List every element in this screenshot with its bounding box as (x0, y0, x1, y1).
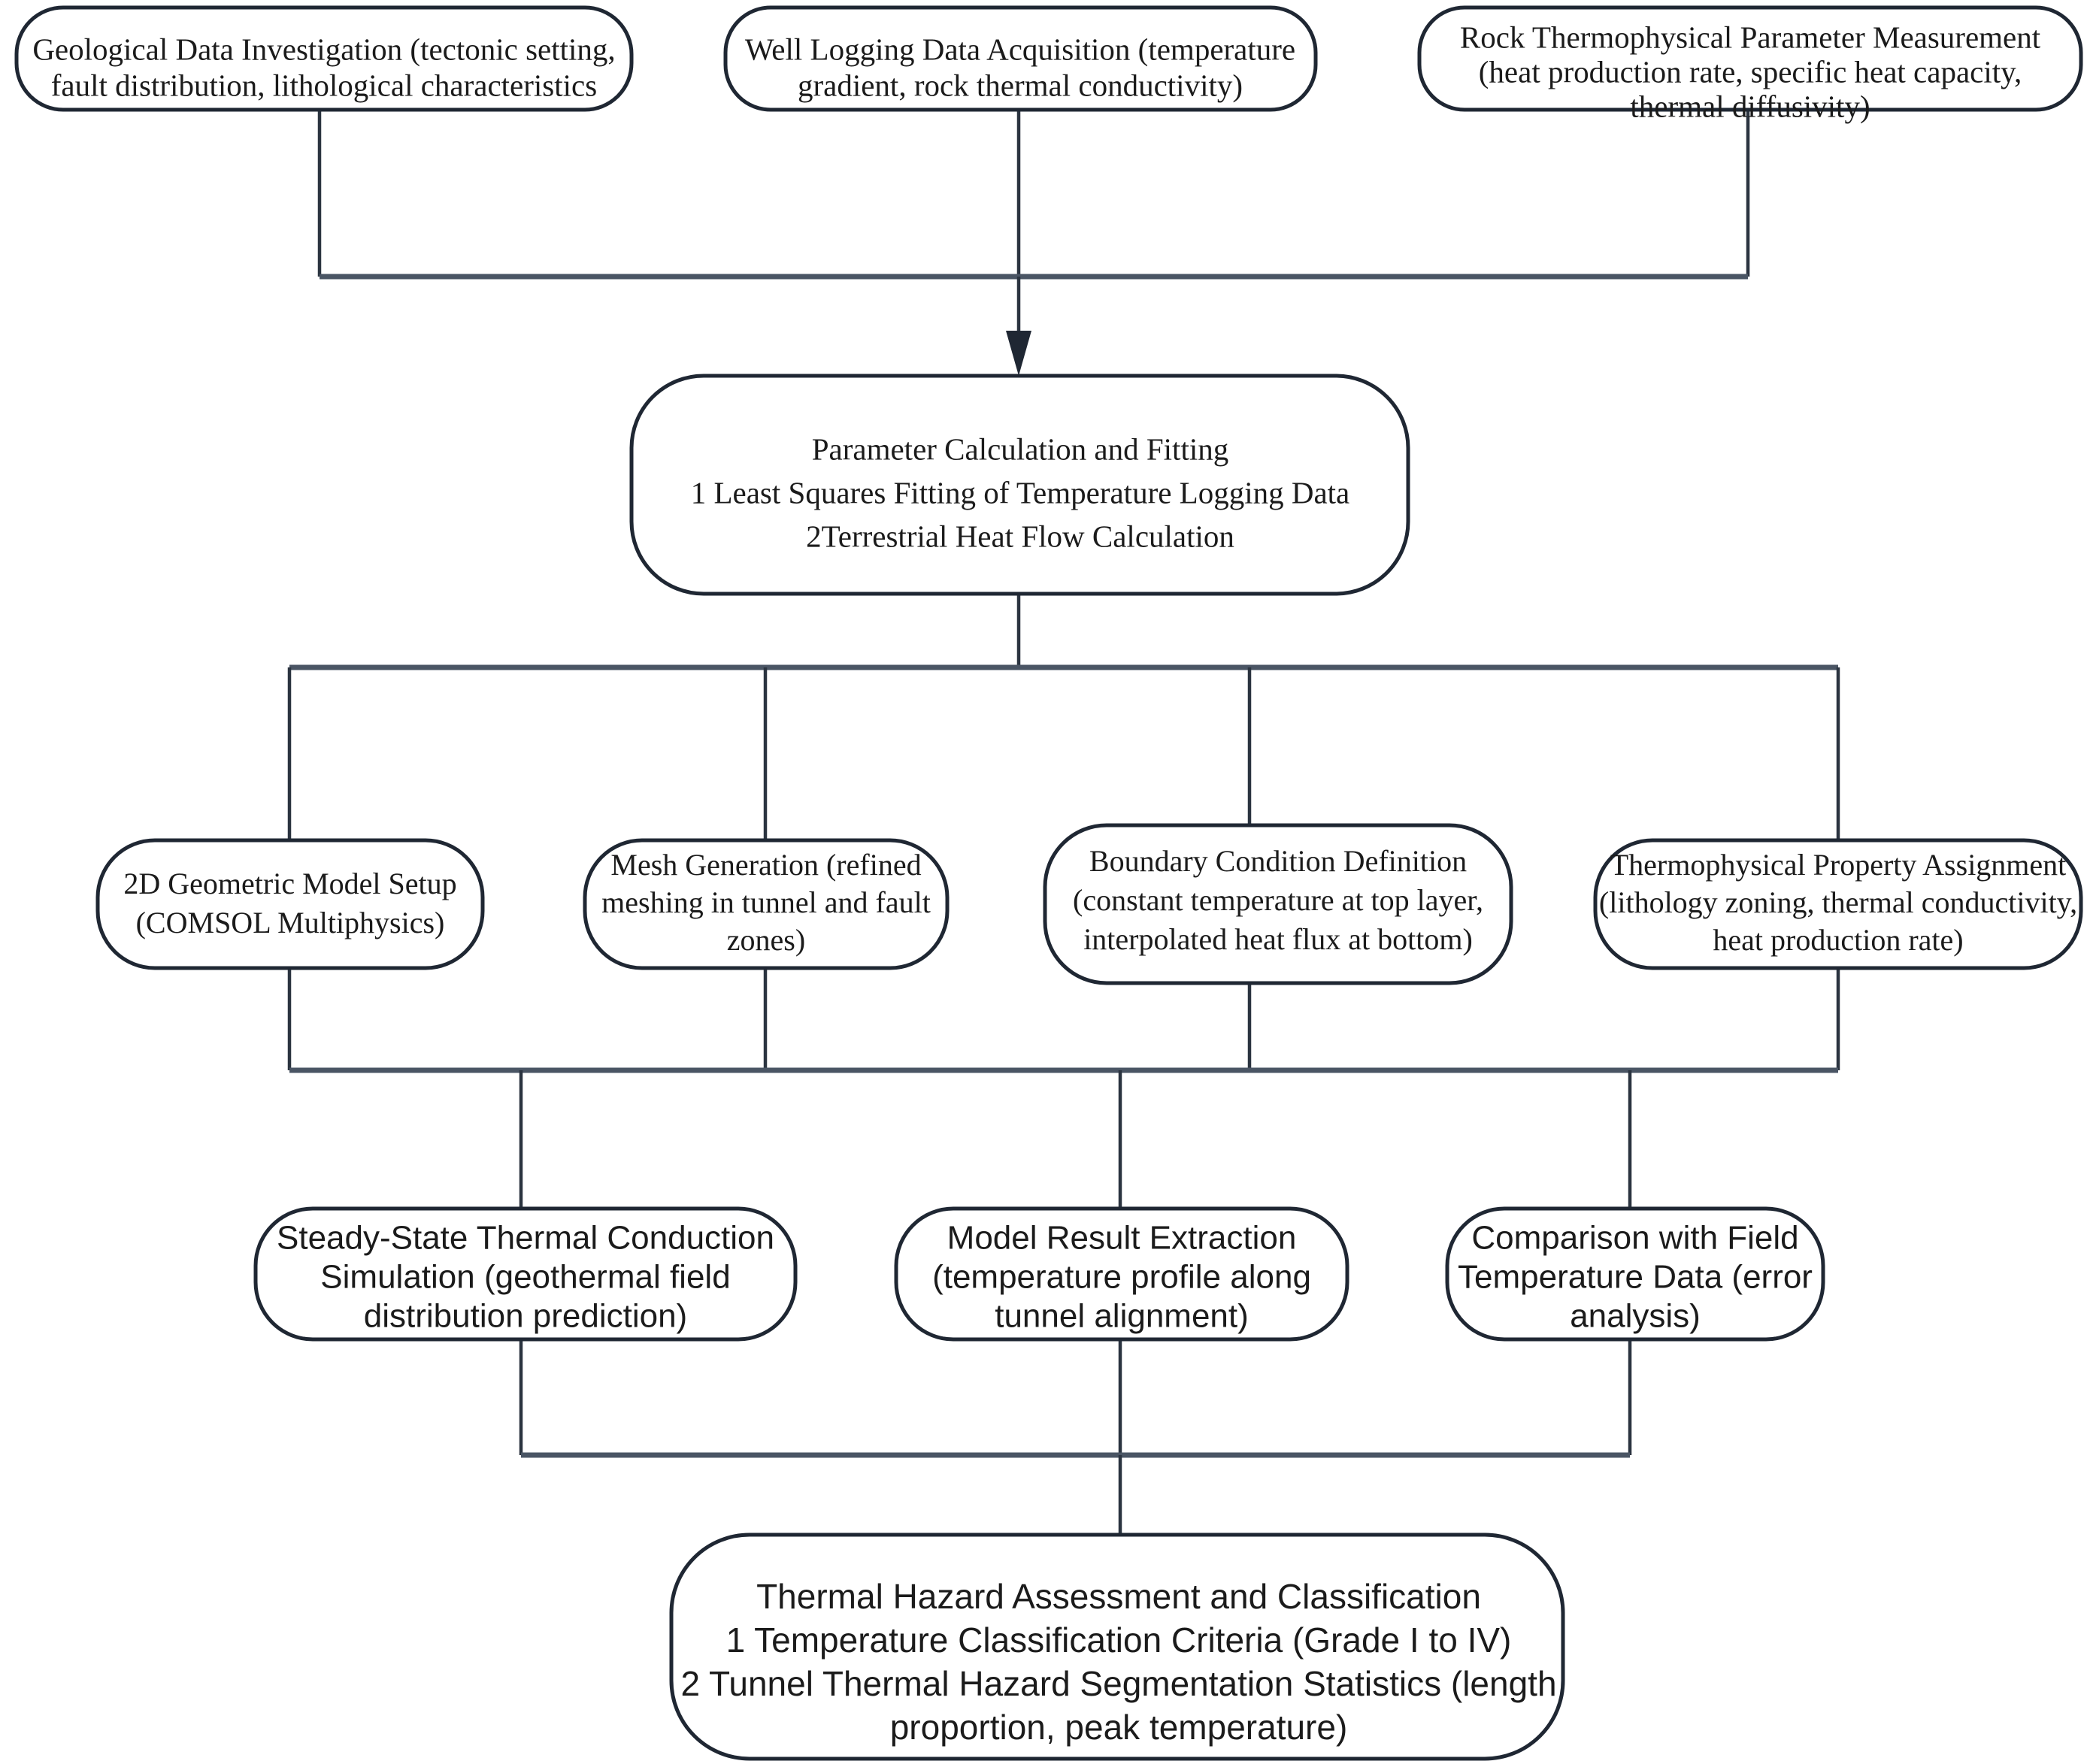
node-line: thermal diffusivity) (1630, 89, 1870, 123)
node-line: Parameter Calculation and Fitting (812, 431, 1229, 466)
node-line: Mesh Generation (refined (610, 848, 921, 882)
node-line: analysis) (1570, 1298, 1701, 1335)
node-rock-thermophysical-parameter-measurement[interactable]: Rock Thermophysical Parameter Measuremen… (1417, 5, 2083, 123)
node-2d-geometric-model-setup[interactable]: 2D Geometric Model Setup (COMSOL Multiph… (95, 838, 485, 970)
node-line: Comparison with Field (1471, 1220, 1798, 1257)
arrowhead-to-parameter (1006, 331, 1031, 376)
node-comparison-with-field-temperature-data[interactable]: Comparison with Field Temperature Data (… (1445, 1206, 1825, 1342)
node-line: Geological Data Investigation (tectonic … (32, 32, 615, 66)
node-line: (temperature profile along (932, 1259, 1311, 1296)
node-mesh-generation[interactable]: Mesh Generation (refined meshing in tunn… (583, 838, 950, 970)
node-boundary-condition-definition[interactable]: Boundary Condition Definition (constant … (1043, 823, 1513, 985)
node-line: 1 Least Squares Fitting of Temperature L… (691, 475, 1350, 510)
node-line: 2Terrestrial Heat Flow Calculation (806, 519, 1234, 553)
node-line: interpolated heat flux at bottom) (1083, 922, 1473, 956)
node-box[interactable] (894, 1206, 1349, 1342)
node-line: fault distribution, lithological charact… (51, 68, 597, 102)
node-line: (lithology zoning, thermal conductivity, (1599, 885, 2077, 919)
node-line: Steady-State Thermal Conduction (277, 1220, 774, 1257)
node-box[interactable] (14, 5, 634, 112)
node-thermophysical-property-assignment[interactable]: Thermophysical Property Assignment (lith… (1593, 838, 2083, 970)
node-box[interactable] (583, 838, 950, 970)
node-parameter-calculation-and-fitting[interactable]: Parameter Calculation and Fitting 1 Leas… (629, 374, 1410, 596)
node-line: Simulation (geothermal field (320, 1259, 730, 1296)
node-line: Thermal Hazard Assessment and Classifica… (756, 1577, 1481, 1616)
node-line: meshing in tunnel and fault (601, 885, 931, 919)
node-thermal-hazard-assessment-and-classification[interactable]: Thermal Hazard Assessment and Classifica… (669, 1533, 1565, 1761)
node-line: (heat production rate, specific heat cap… (1479, 54, 2022, 89)
node-line: proportion, peak temperature) (890, 1708, 1348, 1747)
node-box[interactable] (723, 5, 1318, 112)
node-line: 1 Temperature Classification Criteria (G… (726, 1620, 1512, 1660)
node-well-logging-data-acquisition[interactable]: Well Logging Data Acquisition (temperatu… (723, 5, 1318, 112)
node-line: Rock Thermophysical Parameter Measuremen… (1460, 20, 2041, 54)
node-line: distribution prediction) (364, 1298, 687, 1335)
node-line: Boundary Condition Definition (1089, 844, 1467, 878)
node-line: heat production rate) (1713, 923, 1963, 957)
node-box[interactable] (95, 838, 485, 970)
node-box[interactable] (1417, 5, 2083, 112)
node-box[interactable] (1445, 1206, 1825, 1342)
node-geological-data-investigation[interactable]: Geological Data Investigation (tectonic … (14, 5, 634, 112)
node-box[interactable] (253, 1206, 798, 1342)
node-box[interactable] (629, 374, 1410, 596)
node-line: zones) (727, 923, 805, 957)
node-line: Well Logging Data Acquisition (temperatu… (745, 32, 1295, 66)
node-line: (constant temperature at top layer, (1073, 883, 1483, 917)
node-model-result-extraction[interactable]: Model Result Extraction (temperature pro… (894, 1206, 1349, 1342)
node-line: 2D Geometric Model Setup (123, 867, 456, 900)
node-line: 2 Tunnel Thermal Hazard Segmentation Sta… (680, 1664, 1556, 1703)
node-steady-state-thermal-conduction-simulation[interactable]: Steady-State Thermal Conduction Simulati… (253, 1206, 798, 1342)
node-box[interactable] (669, 1533, 1565, 1761)
node-line: Thermophysical Property Assignment (1610, 848, 2067, 882)
node-line: Model Result Extraction (947, 1220, 1297, 1257)
node-box[interactable] (1043, 823, 1513, 985)
node-line: (COMSOL Multiphysics) (136, 906, 445, 939)
node-line: Temperature Data (error (1458, 1259, 1813, 1296)
node-line: gradient, rock thermal conductivity) (798, 68, 1243, 102)
node-box[interactable] (1593, 838, 2083, 970)
node-line: tunnel alignment) (995, 1298, 1249, 1335)
connector-layer (287, 109, 1840, 1535)
